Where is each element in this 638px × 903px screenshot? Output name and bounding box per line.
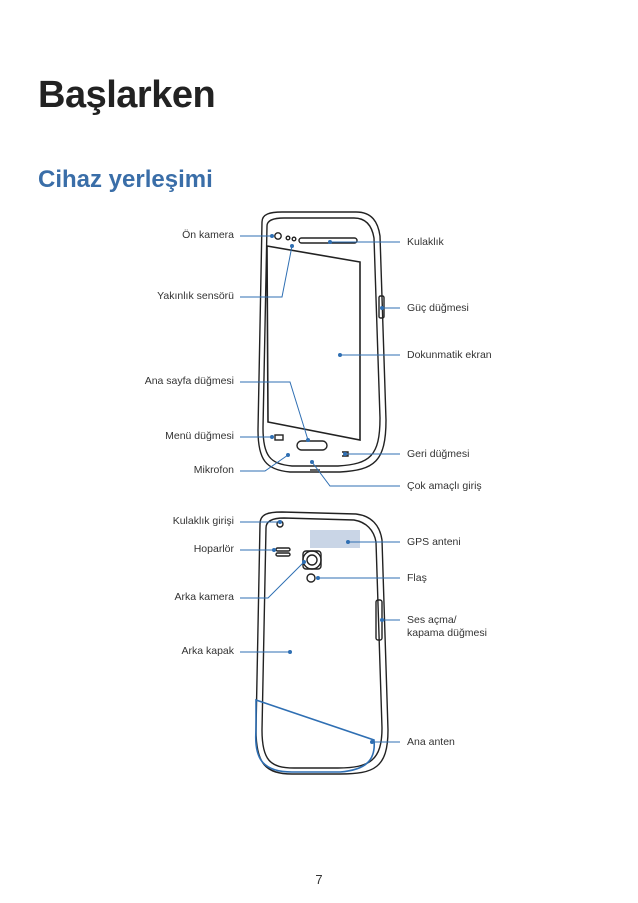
page-number: 7 — [315, 872, 323, 887]
label-volume-button-line1: Ses açma/ — [407, 614, 457, 626]
label-gps-antenna: GPS anteni — [407, 536, 461, 548]
label-microphone: Mikrofon — [193, 464, 234, 476]
label-home-button: Ana sayfa düğmesi — [144, 375, 234, 387]
front-callouts — [240, 235, 400, 487]
label-rear-camera: Arka kamera — [174, 591, 234, 603]
label-headset-jack: Kulaklık girişi — [172, 515, 234, 527]
label-earpiece: Kulaklık — [407, 236, 444, 248]
label-power-button: Güç düğmesi — [407, 302, 469, 314]
label-speaker: Hoparlör — [193, 543, 234, 555]
label-main-antenna: Ana anten — [407, 736, 455, 748]
back-callouts — [240, 521, 400, 743]
label-back-cover: Arka kapak — [181, 645, 234, 657]
phone-front — [257, 211, 387, 473]
label-front-camera: Ön kamera — [182, 229, 234, 241]
label-proximity-sensor: Yakınlık sensörü — [157, 290, 234, 302]
label-volume-button-line2: kapama düğmesi — [407, 627, 487, 639]
label-touch-screen: Dokunmatik ekran — [407, 349, 492, 361]
label-back-button: Geri düğmesi — [407, 448, 470, 460]
label-menu-button: Menü düğmesi — [165, 430, 234, 442]
phone-back — [255, 511, 389, 775]
label-multipurpose-jack: Çok amaçlı giriş — [407, 480, 482, 492]
page-title: Başlarken — [38, 74, 216, 116]
section-title: Cihaz yerleşimi — [38, 166, 213, 193]
label-flash: Flaş — [407, 572, 427, 584]
main-antenna-region — [254, 698, 375, 773]
